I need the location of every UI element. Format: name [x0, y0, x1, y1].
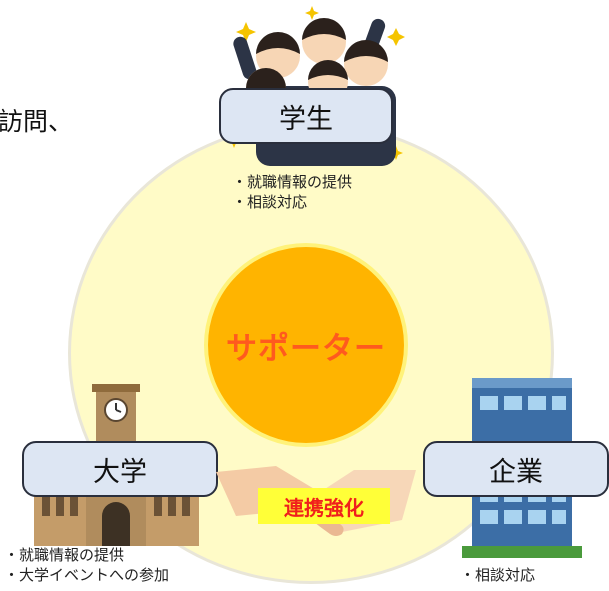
company-box: 企業	[423, 441, 609, 497]
students-bullets: 就職情報の提供 相談対応	[232, 172, 352, 212]
company-bullet-item: 相談対応	[460, 565, 535, 585]
partial-heading-text: 訪問、	[0, 107, 74, 136]
university-bullet-item: 大学イベントへの参加	[4, 565, 169, 585]
company-label: 企業	[489, 456, 543, 488]
university-label: 大学	[93, 456, 147, 488]
students-label: 学生	[279, 103, 333, 135]
center-label: サポーター	[226, 330, 386, 367]
university-bullets: 就職情報の提供 大学イベントへの参加	[4, 545, 169, 585]
cooperation-badge: 連携強化	[258, 488, 390, 524]
university-bullet-item: 就職情報の提供	[4, 545, 169, 565]
students-bullet-item: 就職情報の提供	[232, 172, 352, 192]
students-box: 学生	[219, 88, 393, 144]
students-bullet-item: 相談対応	[232, 192, 352, 212]
university-box: 大学	[22, 441, 218, 497]
center-circle: サポーター	[204, 243, 408, 447]
company-bullets: 相談対応	[460, 565, 535, 585]
